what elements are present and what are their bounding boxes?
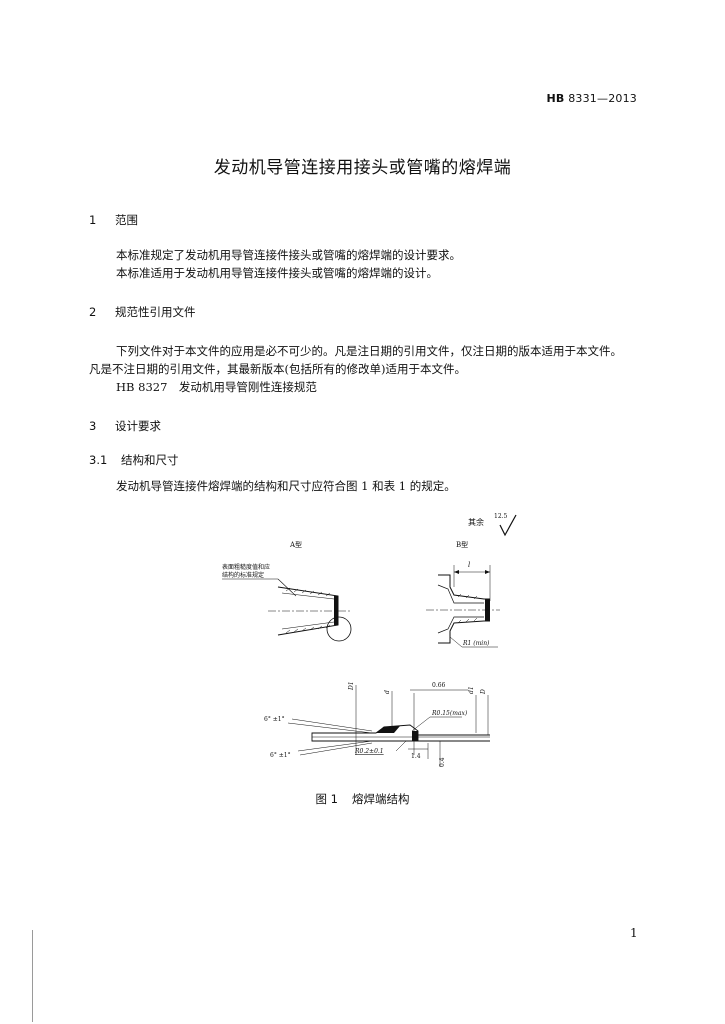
standard-number: HB 8331—2013 [547,92,638,105]
section-3-heading: 3 设计要求 [89,418,161,434]
subsection-title: 结构和尺寸 [121,453,179,467]
dim-d-label: d [384,690,391,694]
section-1-heading: 1 范围 [89,212,138,228]
surface-note-label: 其余 [468,517,484,527]
dim-l-label: l [468,561,470,569]
subsection-3-1-heading: 3.1 结构和尺寸 [89,452,179,468]
type-a-note-line-2: 结构的标准规定 [222,571,264,579]
dim-D-label: D [480,689,487,695]
type-a-label: A型 [289,540,302,549]
normative-reference: HB 8327 发动机用导管刚性连接规范 [116,380,317,394]
type-a-note-line-1: 表面粗糙度值和应 [222,563,270,571]
section-2-paragraph-2: 凡是不注日期的引用文件，其最新版本(包括所有的修改单)适用于本文件。 [89,362,466,376]
angle-top-label: 6° ±1° [264,716,285,723]
dim-d1-small-label: d1 [468,686,475,694]
subsection-3-1-paragraph: 发动机导管连接件熔焊端的结构和尺寸应符合图 1 和表 1 的规定。 [116,479,456,493]
dim-d1-label: D1 [348,681,355,691]
dim-r015-label: R0.15(max) [431,710,468,717]
dim-r1-label: R1 (min) [462,640,490,647]
dim-1-4-label: 1.4 [411,753,421,760]
section-number: 3 [89,419,97,433]
type-b-label: B型 [456,540,468,549]
standard-prefix: HB [546,92,565,105]
figure-number: 图 1 [315,792,338,806]
section-title: 设计要求 [115,419,161,433]
figure-caption: 图 1 熔焊端结构 [0,791,725,807]
page-number: 1 [630,926,638,940]
section-2-heading: 2 规范性引用文件 [89,304,196,320]
section-number: 2 [89,305,97,319]
dim-0-66-label: 0.66 [432,682,446,689]
dim-0-4-label: 0.4 [439,757,446,767]
section-1-paragraph-2: 本标准适用于发动机用导管连接件接头或管嘴的熔焊端的设计。 [116,266,438,280]
roughness-check-icon [499,514,517,537]
subsection-number: 3.1 [89,453,108,467]
section-title: 范围 [115,213,138,227]
margin-line [32,930,33,1022]
section-2-paragraph-1: 下列文件对于本文件的应用是必不可少的。凡是注日期的引用文件，仅注日期的版本适用于… [116,344,622,358]
section-1-paragraph-1: 本标准规定了发动机用导管连接件接头或管嘴的熔焊端的设计要求。 [116,248,461,262]
surface-note-value: 12.5 [494,513,508,520]
type-a-drawing: 表面粗糙度值和应 结构的标准规定 [222,563,352,642]
detail-view-drawing: D1 d 0.66 d1 D 6° ±1° R0.15(max) 6° ±1° [264,681,490,767]
angle-bottom-label: 6° ±1° [270,752,291,759]
section-title: 规范性引用文件 [115,305,196,319]
section-number: 1 [89,213,97,227]
dim-r02-label: R0.2±0.1 [354,748,384,755]
standard-code: 8331—2013 [568,92,637,105]
figure-title: 熔焊端结构 [351,792,410,806]
document-title: 发动机导管连接用接头或管嘴的熔焊端 [213,158,512,178]
weld-end-drawing: 其余 12.5 A型 B型 表面粗糙度值和应 结构的标准规定 l [222,513,517,767]
type-b-drawing: l R1 (min) [426,561,500,648]
